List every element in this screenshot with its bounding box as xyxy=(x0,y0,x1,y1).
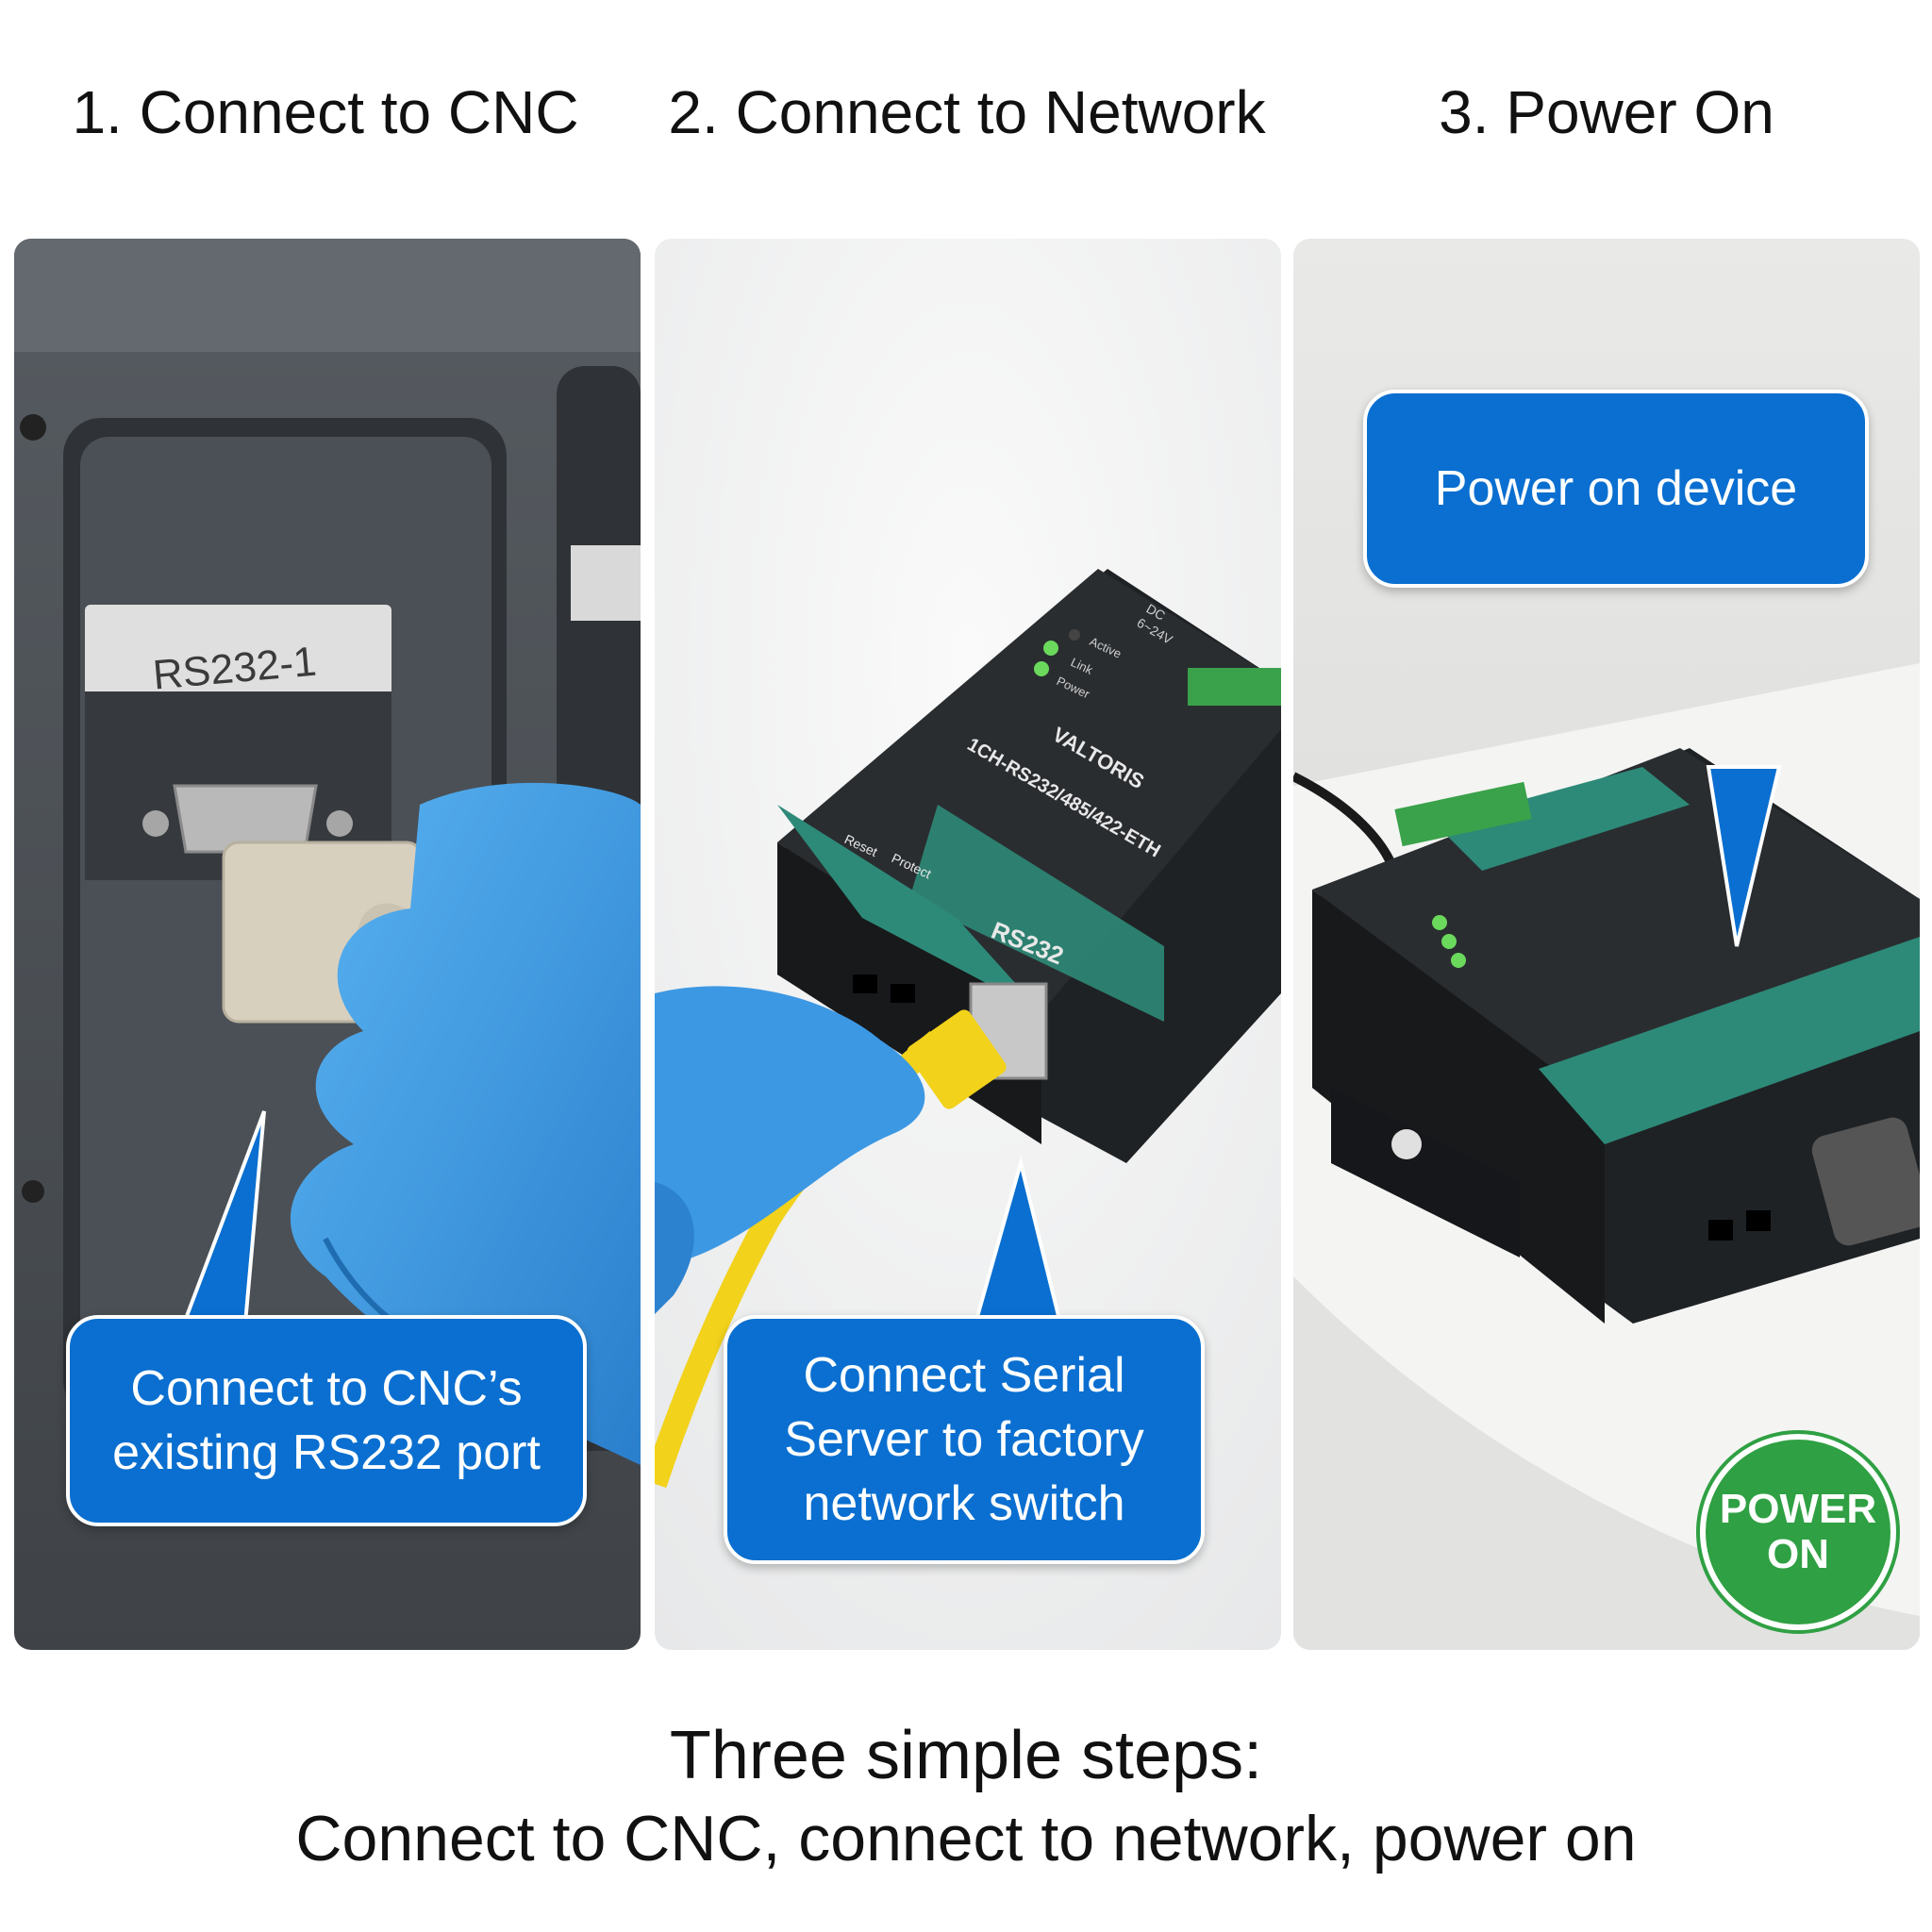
summary-title: Three simple steps: xyxy=(669,1718,1263,1793)
cnc-port-illustration: RS232-1 xyxy=(14,239,641,1650)
power-on-badge: POWER ON xyxy=(1700,1434,1896,1630)
blue-glove-hand xyxy=(655,986,925,1314)
step-3-callout-line-1: Power on device xyxy=(1434,461,1798,516)
step-2-callout-line-2: Server to factory xyxy=(784,1412,1144,1467)
power-on-badge-line-1: POWER xyxy=(1719,1486,1877,1532)
step-1-title: 1. Connect to CNC xyxy=(72,78,579,146)
step-3-callout: Power on device xyxy=(1363,390,1869,588)
serial-server-device: VALTORIS 1CH-RS232/485/422-ETH RS232 DC … xyxy=(777,569,1281,1163)
power-device-illustration xyxy=(1293,239,1920,1650)
step-2-callout-line-1: Connect Serial xyxy=(803,1348,1125,1403)
step-1-panel: RS232-1 xyxy=(14,239,641,1650)
serial-server-device xyxy=(1312,748,1920,1324)
step-3-title: 3. Power On xyxy=(1439,78,1774,146)
step-2-title: 2. Connect to Network xyxy=(668,78,1266,146)
summary-subtitle: Connect to CNC, connect to network, powe… xyxy=(295,1803,1637,1874)
step-1-callout: Connect to CNC’s existing RS232 port xyxy=(66,1315,587,1526)
step-2-callout-line-3: network switch xyxy=(803,1476,1125,1531)
power-on-badge-line-2: ON xyxy=(1767,1531,1829,1577)
db9-port xyxy=(142,784,353,854)
step-3-panel xyxy=(1293,239,1920,1650)
step-2-callout: Connect Serial Server to factory network… xyxy=(724,1315,1205,1564)
step-1-callout-line-1: Connect to CNC’s xyxy=(130,1361,523,1416)
step-1-callout-line-2: existing RS232 port xyxy=(112,1425,541,1480)
